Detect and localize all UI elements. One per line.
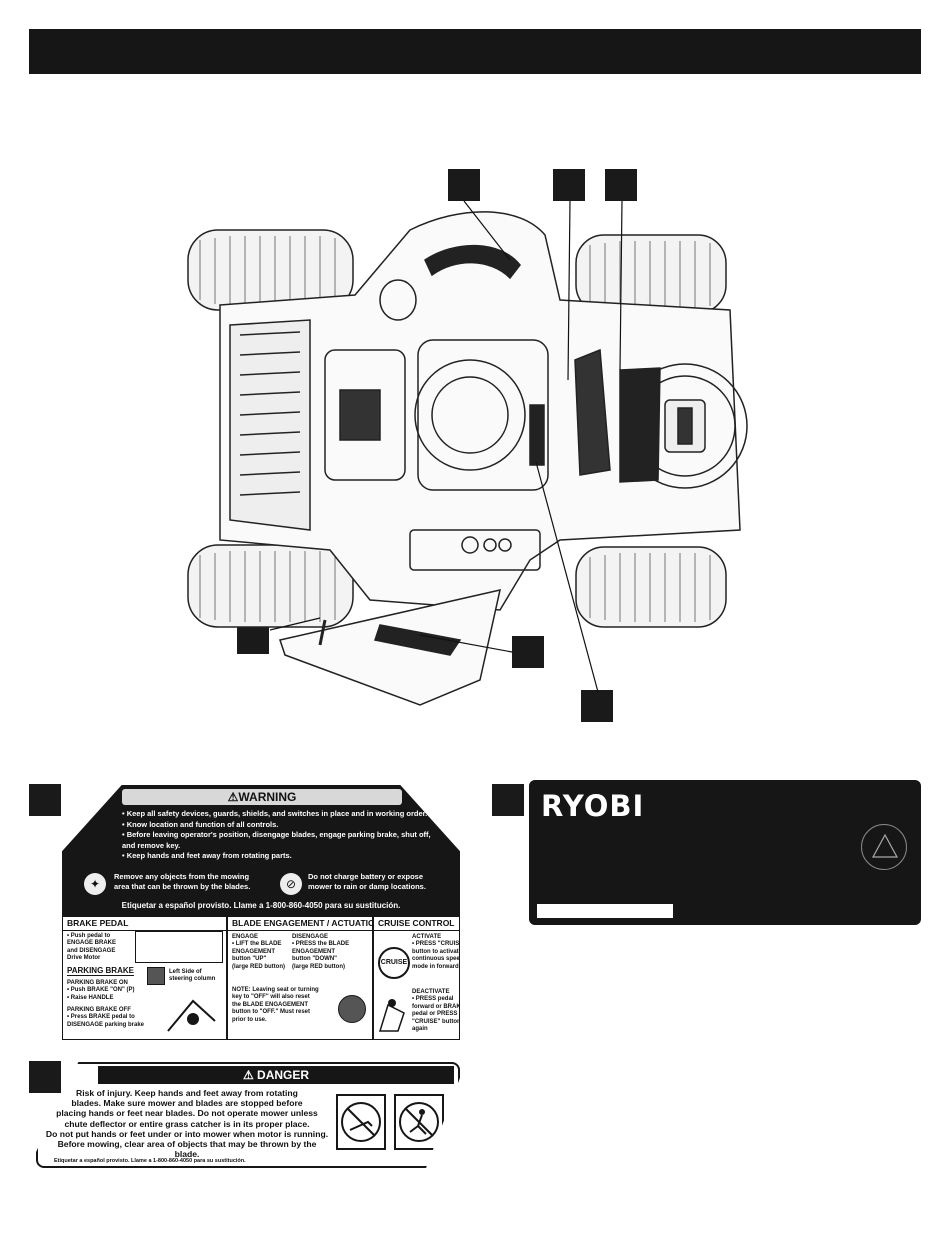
danger-label: ⚠ DANGER Risk of injury. Keep hands and … — [36, 1062, 460, 1168]
seat-occupancy-icon — [338, 995, 366, 1023]
callout-box-warning — [29, 784, 61, 816]
blade-note-text: NOTE: Leaving seat or turning key to "OF… — [232, 987, 319, 1023]
warning-header: ⚠WARNING — [122, 789, 402, 805]
mower-illustration — [187, 200, 748, 706]
pedal-pictogram-icon — [135, 931, 223, 963]
danger-header: ⚠ DANGER — [98, 1066, 454, 1084]
parking-brake-on-text: PARKING BRAKE ON • Push BRAKE "ON" (P) •… — [67, 980, 135, 1001]
objects-text: Remove any objects from the mowing area … — [114, 872, 251, 891]
danger-espanol-text: Etiquetar a español provisto. Llame a 1-… — [54, 1158, 246, 1164]
certification-mark-icon — [861, 824, 907, 870]
callout-box-top-middle — [553, 169, 585, 201]
callout-box-top-left — [448, 169, 480, 201]
cruise-panel: CRUISE CONTROL CRUISE ACTIVATE • PRESS "… — [373, 916, 460, 1040]
blade-engagement-title: BLADE ENGAGEMENT / ACTUATION — [228, 917, 381, 931]
no-charging-icon: ⊘ — [280, 873, 302, 895]
danger-triangle-icon: ⚠ — [242, 1068, 258, 1082]
left-side-text: Left Side of steering column — [169, 969, 216, 983]
parking-brake-title: PARKING BRAKE — [67, 966, 134, 976]
engage-text: ENGAGE • LIFT the BLADE ENGAGEMENT butto… — [232, 934, 285, 970]
lever-pictogram-icon — [147, 967, 165, 985]
parking-brake-off-text: PARKING BRAKE OFF • Press BRAKE pedal to… — [67, 1007, 145, 1028]
warning-bullet-list: • Keep all safety devices, guards, shiel… — [122, 809, 431, 861]
ryobi-label-bar — [537, 904, 673, 918]
brake-hand-pictogram-icon — [163, 991, 221, 1035]
callout-box-top-right — [605, 169, 637, 201]
cruise-button-icon: CRUISE — [378, 947, 410, 979]
warning-triangle-icon: ⚠ — [227, 790, 239, 804]
battery-text: Do not charge battery or expose mower to… — [308, 872, 426, 891]
ryobi-label: RYOBI — [529, 780, 921, 925]
brake-panel: BRAKE PEDAL • Push pedal to ENGAGE BRAKE… — [62, 916, 227, 1040]
callout-box-right — [512, 636, 544, 668]
warning-label: ⚠WARNING • Keep all safety devices, guar… — [62, 785, 460, 1040]
cruise-activate-text: ACTIVATE • PRESS "CRUISE" button to acti… — [412, 934, 467, 970]
cruise-control-title: CRUISE CONTROL — [374, 917, 459, 931]
ryobi-logo: RYOBI — [541, 789, 645, 823]
thrown-object-icon: ✦ — [84, 873, 106, 895]
no-hands-under-deck-icon — [336, 1094, 386, 1150]
no-feet-near-blade-icon — [394, 1094, 444, 1150]
header-bar — [29, 29, 921, 74]
callout-box-bottom — [581, 690, 613, 722]
callout-box-ryobi — [492, 784, 524, 816]
foot-pedal-pictogram-icon — [378, 995, 408, 1033]
callout-box-danger — [29, 1061, 61, 1093]
warning-espanol-text: Etiquetar a español provisto. Llame a 1-… — [121, 901, 401, 910]
danger-text: Risk of injury. Keep hands and feet away… — [45, 1088, 329, 1160]
disengage-text: DISENGAGE • PRESS the BLADE ENGAGEMENT b… — [292, 934, 350, 970]
brake-pedal-title: BRAKE PEDAL — [63, 917, 226, 931]
blade-panel: BLADE ENGAGEMENT / ACTUATION ENGAGE • LI… — [227, 916, 381, 1040]
cruise-deactivate-text: DEACTIVATE • PRESS pedal forward or BRAK… — [412, 989, 465, 1033]
brake-pedal-text: • Push pedal to ENGAGE BRAKE and DISENGA… — [67, 933, 117, 962]
